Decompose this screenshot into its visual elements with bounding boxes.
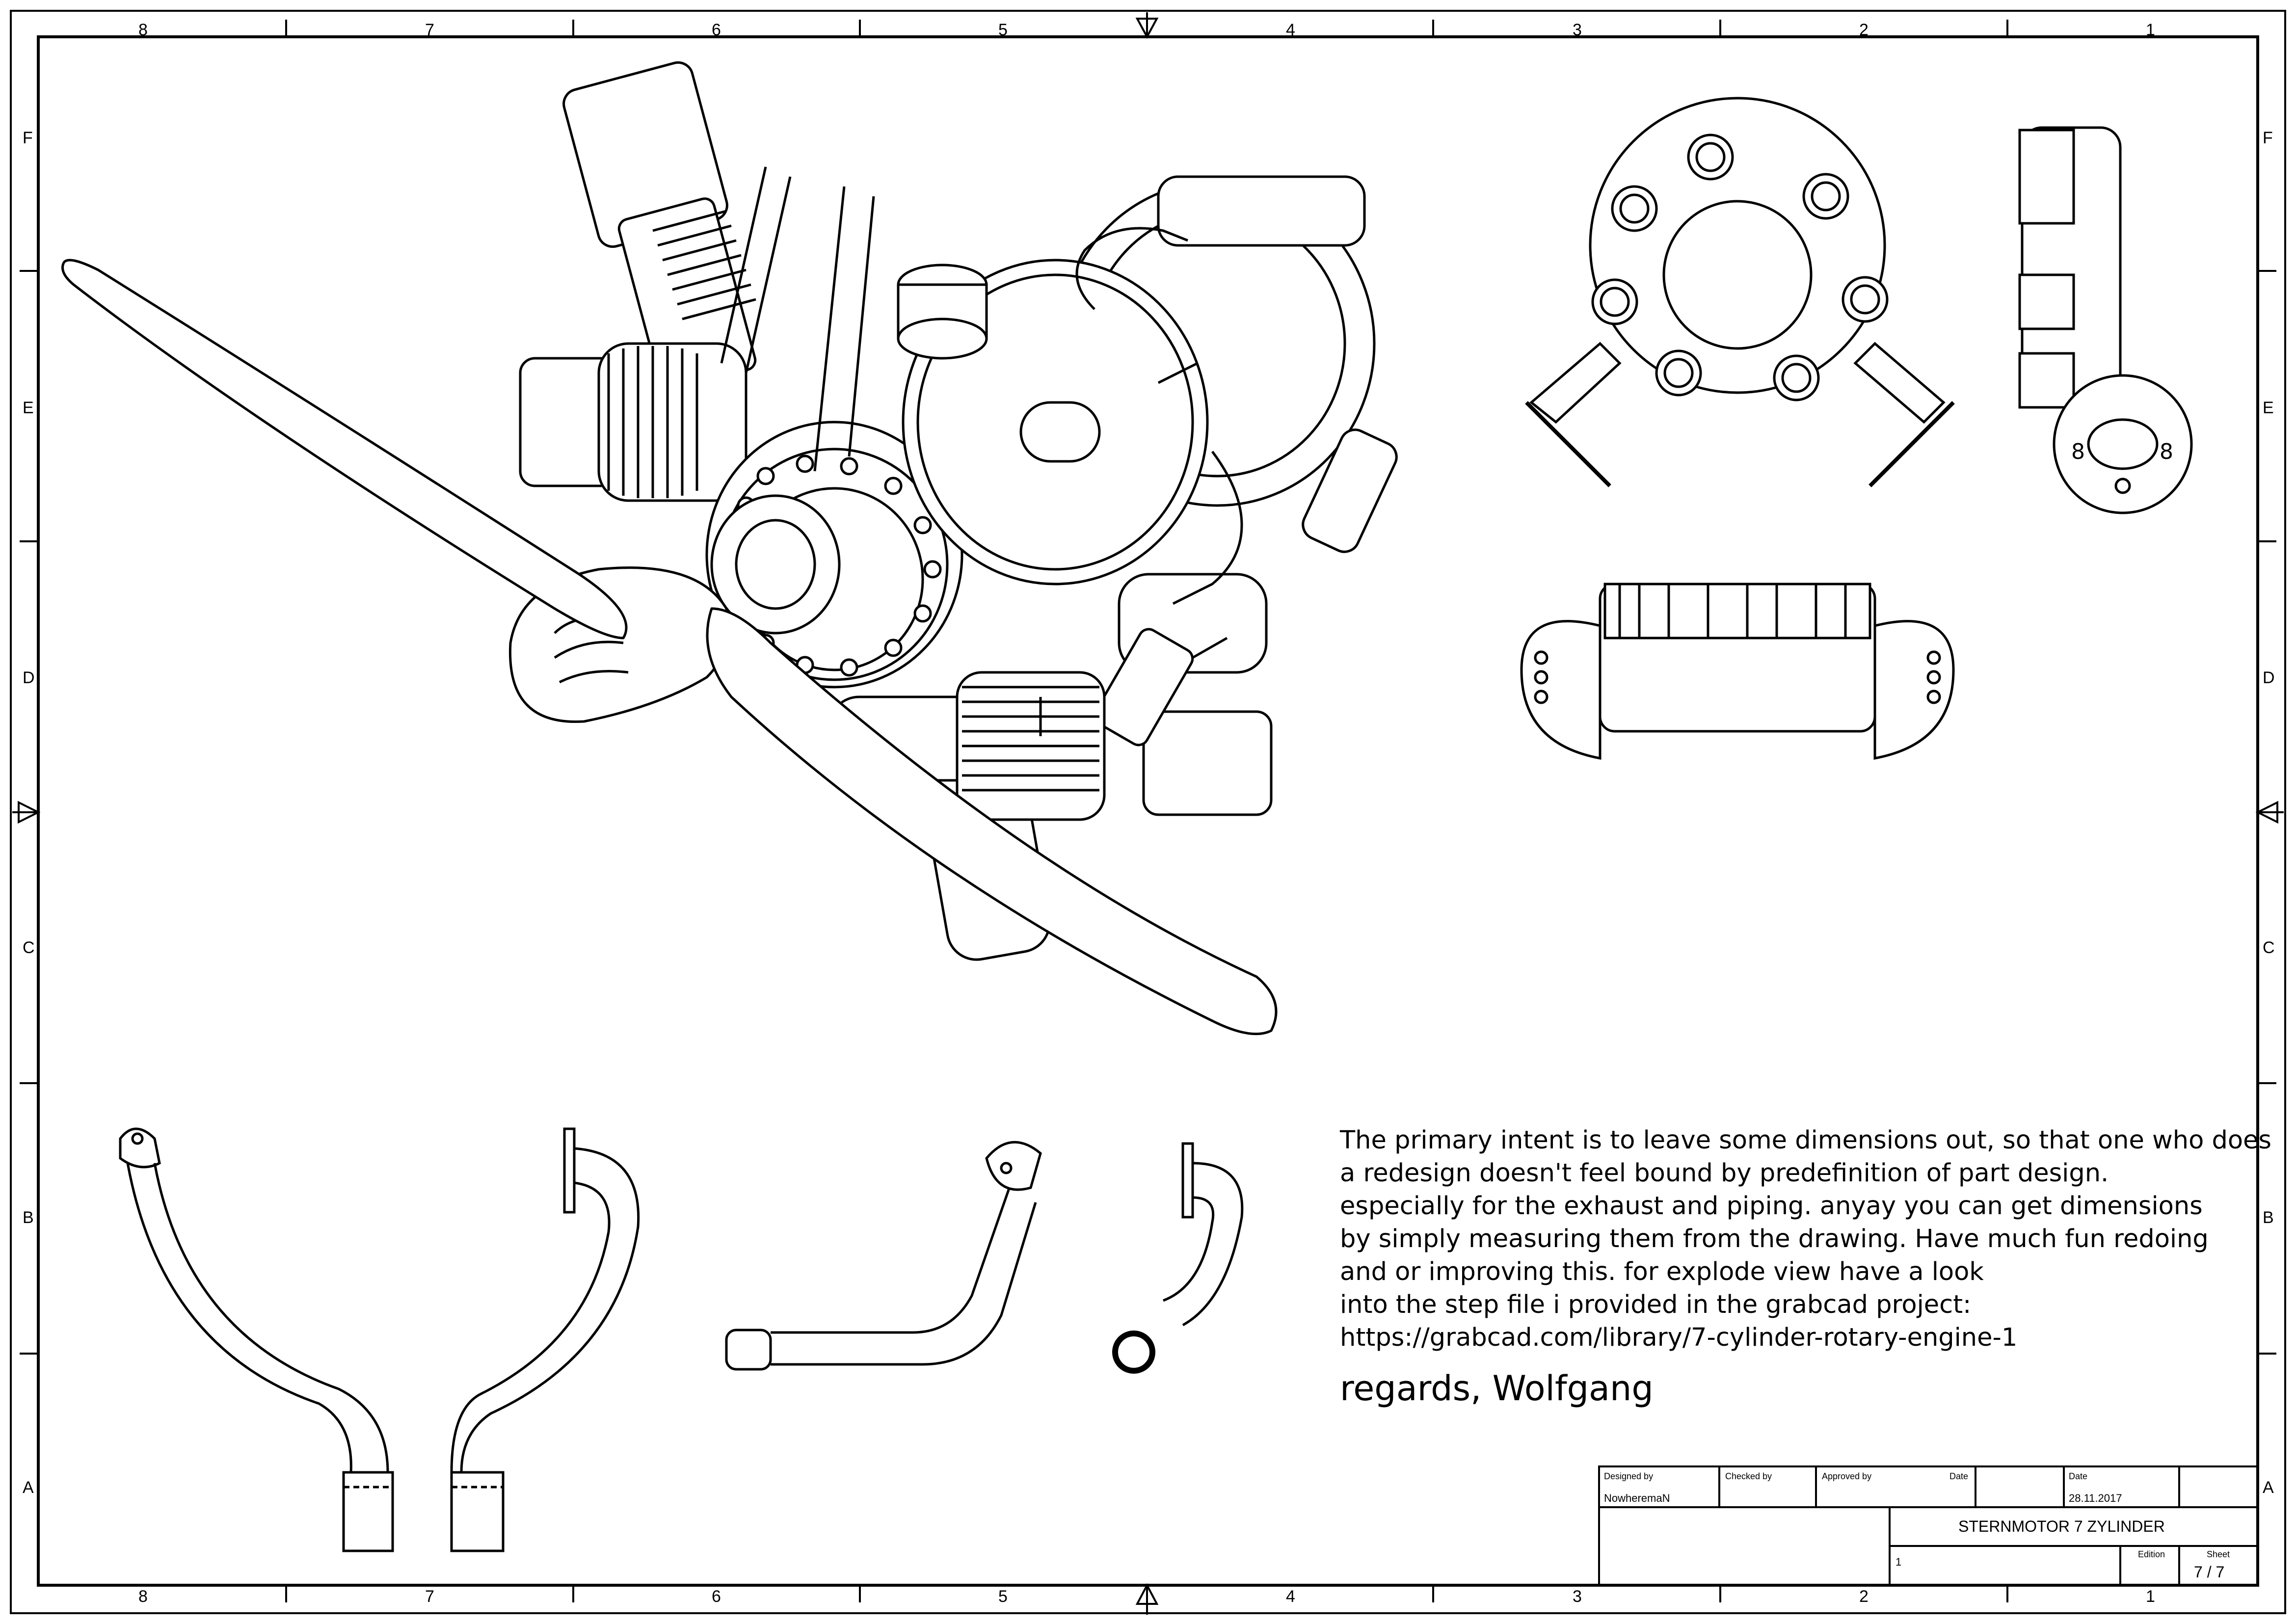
sheet-label: Sheet <box>2207 1549 2230 1559</box>
row-label: E <box>2263 399 2274 417</box>
part-number: 1 <box>1896 1556 1902 1568</box>
approved-by-label: Approved by <box>1822 1471 1872 1481</box>
row-label: D <box>2263 668 2275 687</box>
date-value: 28.11.2017 <box>2069 1492 2122 1504</box>
column-label: 7 <box>425 1587 434 1606</box>
date-label: Date <box>1949 1471 1969 1481</box>
designed-by-label: Designed by <box>1604 1471 1654 1481</box>
row-label: A <box>2263 1478 2274 1497</box>
note-line: and or improving this. for explode view … <box>1340 1257 1984 1286</box>
column-label: 6 <box>712 21 721 39</box>
column-label: 4 <box>1286 21 1295 39</box>
row-label: F <box>2263 129 2273 147</box>
manifold-front-view <box>1520 583 1955 760</box>
column-label: 2 <box>1859 1587 1869 1606</box>
title-block-frame <box>1598 1465 2259 1586</box>
column-label: 8 <box>138 1587 148 1606</box>
signature-text: regards, Wolfgang <box>1340 1368 1654 1409</box>
column-label: 5 <box>998 21 1008 39</box>
edition-label: Edition <box>2138 1549 2165 1559</box>
column-label: 8 <box>138 21 148 39</box>
row-label: B <box>2263 1208 2274 1227</box>
column-label: 3 <box>1573 21 1582 39</box>
svg-text:8: 8 <box>2160 439 2173 464</box>
centering-marks <box>12 12 2284 1615</box>
propeller-blade-lower <box>706 607 1278 1036</box>
column-label: 5 <box>998 1587 1008 1606</box>
column-label: 7 <box>425 21 434 39</box>
column-label: 1 <box>2146 21 2155 39</box>
row-label: A <box>23 1478 34 1497</box>
note-line: The primary intent is to leave some dime… <box>1340 1126 2272 1155</box>
row-label: D <box>23 668 35 687</box>
column-label: 3 <box>1573 1587 1582 1606</box>
pipe-detail-2 <box>450 1127 640 1552</box>
sheet-number: 7 / 7 <box>2194 1563 2225 1581</box>
pipe-detail-3 <box>725 1141 1042 1371</box>
note-line: a redesign doesn't feel bound by predefi… <box>1340 1159 2109 1188</box>
column-label: 6 <box>712 1587 721 1606</box>
row-label: E <box>23 399 34 417</box>
note-line: especially for the exhaust and piping. a… <box>1340 1192 2203 1221</box>
checked-by-label: Checked by <box>1725 1471 1772 1481</box>
pipe-detail-4 <box>1112 1142 1244 1374</box>
column-label: 2 <box>1859 21 1869 39</box>
manifold-side-view: 8 8 <box>2018 126 2193 514</box>
column-label: 1 <box>2146 1587 2155 1606</box>
column-label: 4 <box>1286 1587 1295 1606</box>
row-label: F <box>23 129 33 147</box>
designed-by-value: NowheremaN <box>1604 1492 1670 1504</box>
pipe-detail-1 <box>119 1127 394 1552</box>
note-line: into the step file i provided in the gra… <box>1340 1290 1972 1319</box>
designer-note: The primary intent is to leave some dime… <box>1340 1124 2272 1354</box>
svg-text:8: 8 <box>2071 439 2085 464</box>
row-label: C <box>23 938 35 957</box>
engine-isometric-view <box>61 61 1398 1036</box>
note-line: by simply measuring them from the drawin… <box>1340 1225 2209 1253</box>
frame-ticks <box>20 20 2276 1602</box>
date-label: Date <box>2069 1471 2088 1481</box>
row-label: B <box>23 1208 34 1227</box>
manifold-top-view <box>1525 97 1955 487</box>
note-line: https://grabcad.com/library/7-cylinder-r… <box>1340 1323 2018 1352</box>
cylinder-left <box>519 342 748 502</box>
drawing-title: STERNMOTOR 7 ZYLINDER <box>1958 1518 2165 1535</box>
manifold-ports <box>1591 133 1889 401</box>
row-label: C <box>2263 938 2275 957</box>
propeller-blade-upper <box>61 259 628 639</box>
